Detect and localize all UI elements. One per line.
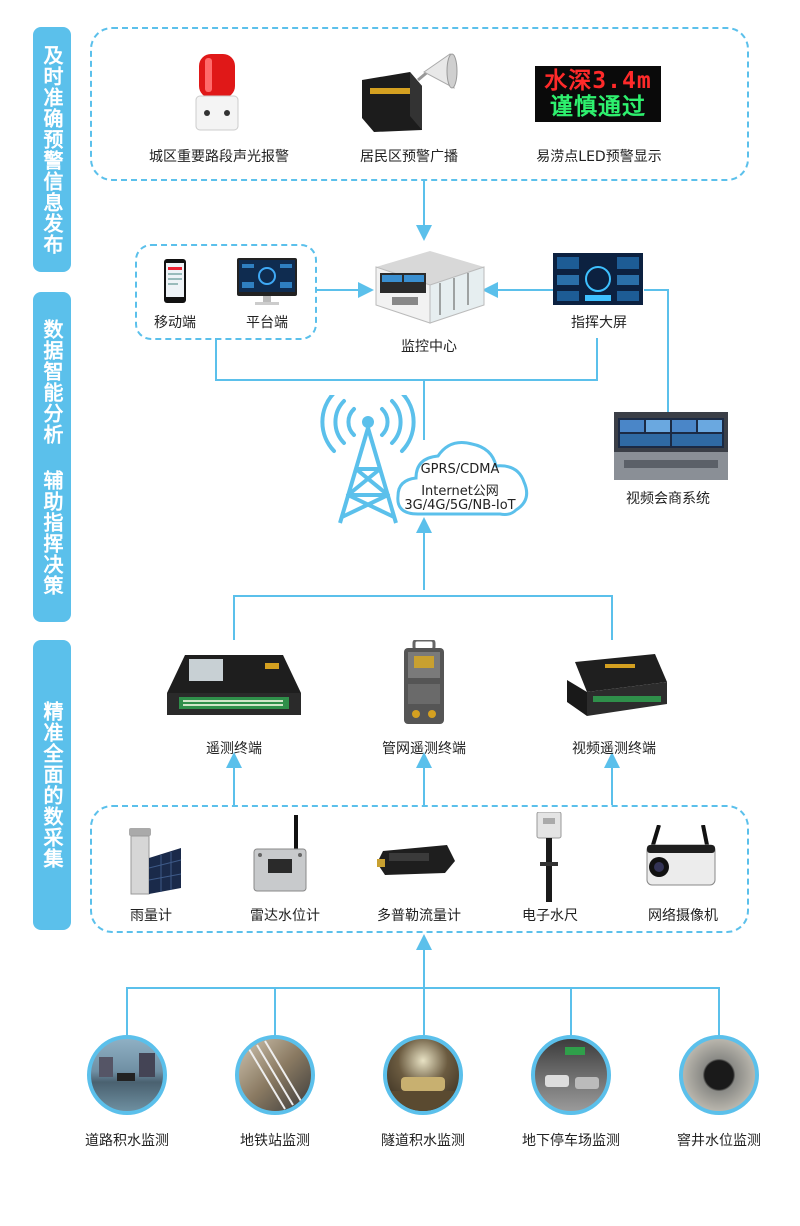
client-label: 移动端 <box>154 315 196 331</box>
scene-label: 地铁站监测 <box>240 1133 310 1149</box>
command-screen-label: 指挥大屏 <box>571 315 627 331</box>
client-group <box>135 244 317 340</box>
scene-label: 道路积水监测 <box>85 1133 169 1149</box>
sensor-label: 雷达水位计 <box>250 908 320 924</box>
radar-level-meter-icon <box>253 815 307 892</box>
alert-device-label: 易涝点LED预警显示 <box>536 149 662 165</box>
rain-gauge-icon <box>129 828 182 895</box>
sensor-group <box>90 805 749 933</box>
underground-parking-photo <box>531 1035 611 1115</box>
scene-label: 地下停车场监测 <box>522 1133 620 1149</box>
sensor-label: 雨量计 <box>130 908 172 924</box>
pipe-telemetry-terminal-icon <box>404 640 444 724</box>
network-line-2: Internet公网 <box>421 484 499 499</box>
sidebar-data-analysis: 数据智能分析 辅助指挥决策 <box>33 292 71 622</box>
broadcast-speaker-icon <box>362 53 458 132</box>
electronic-water-gauge-icon <box>536 812 562 902</box>
phone-icon <box>164 259 186 303</box>
tunnel-flood-photo <box>383 1035 463 1115</box>
cloud-icon <box>396 441 529 516</box>
sensor-label: 网络摄像机 <box>648 908 718 924</box>
sidebar-data-collection: 精准全面的数采集 <box>33 640 71 930</box>
monitor-center-label: 监控中心 <box>401 339 457 355</box>
terminal-label: 遥测终端 <box>206 741 262 757</box>
alert-device-label: 居民区预警广播 <box>360 149 458 165</box>
alarm-light-icon <box>195 54 239 131</box>
alert-device-label: 城区重要路段声光报警 <box>149 149 289 165</box>
video-conference-label: 视频会商系统 <box>626 491 710 507</box>
video-conference-icon <box>614 412 728 480</box>
command-screen-icon <box>553 253 643 305</box>
terminal-label: 视频遥测终端 <box>572 741 656 757</box>
alert-device-group <box>90 27 749 181</box>
telemetry-terminal-icon <box>167 655 301 715</box>
doppler-flowmeter-icon <box>377 845 455 875</box>
subway-station-photo <box>235 1035 315 1115</box>
video-telemetry-terminal-icon <box>567 654 667 716</box>
road-flood-photo <box>87 1035 167 1115</box>
sidebar-alert-release: 及时准确预警信息发布 <box>33 27 71 272</box>
scene-label: 隧道积水监测 <box>381 1133 465 1149</box>
sensor-label: 多普勒流量计 <box>377 908 461 924</box>
manhole-level-photo <box>679 1035 759 1115</box>
client-label: 平台端 <box>246 315 288 331</box>
network-line-3: 3G/4G/5G/NB-IoT <box>404 498 516 513</box>
network-line-1: GPRS/CDMA <box>420 462 500 477</box>
terminal-label: 管网遥测终端 <box>382 741 466 757</box>
led-line-1: 水深3.4m <box>544 68 652 94</box>
led-sign-icon: 水深3.4m 谨慎通过 <box>535 66 661 122</box>
scene-label: 窨井水位监测 <box>677 1133 761 1149</box>
monitor-icon <box>237 258 297 305</box>
signal-tower-icon <box>320 395 416 524</box>
sensor-label: 电子水尺 <box>522 908 578 924</box>
network-camera-icon <box>646 825 716 886</box>
monitor-center-icon <box>375 251 485 324</box>
led-line-2: 谨慎通过 <box>550 94 646 120</box>
